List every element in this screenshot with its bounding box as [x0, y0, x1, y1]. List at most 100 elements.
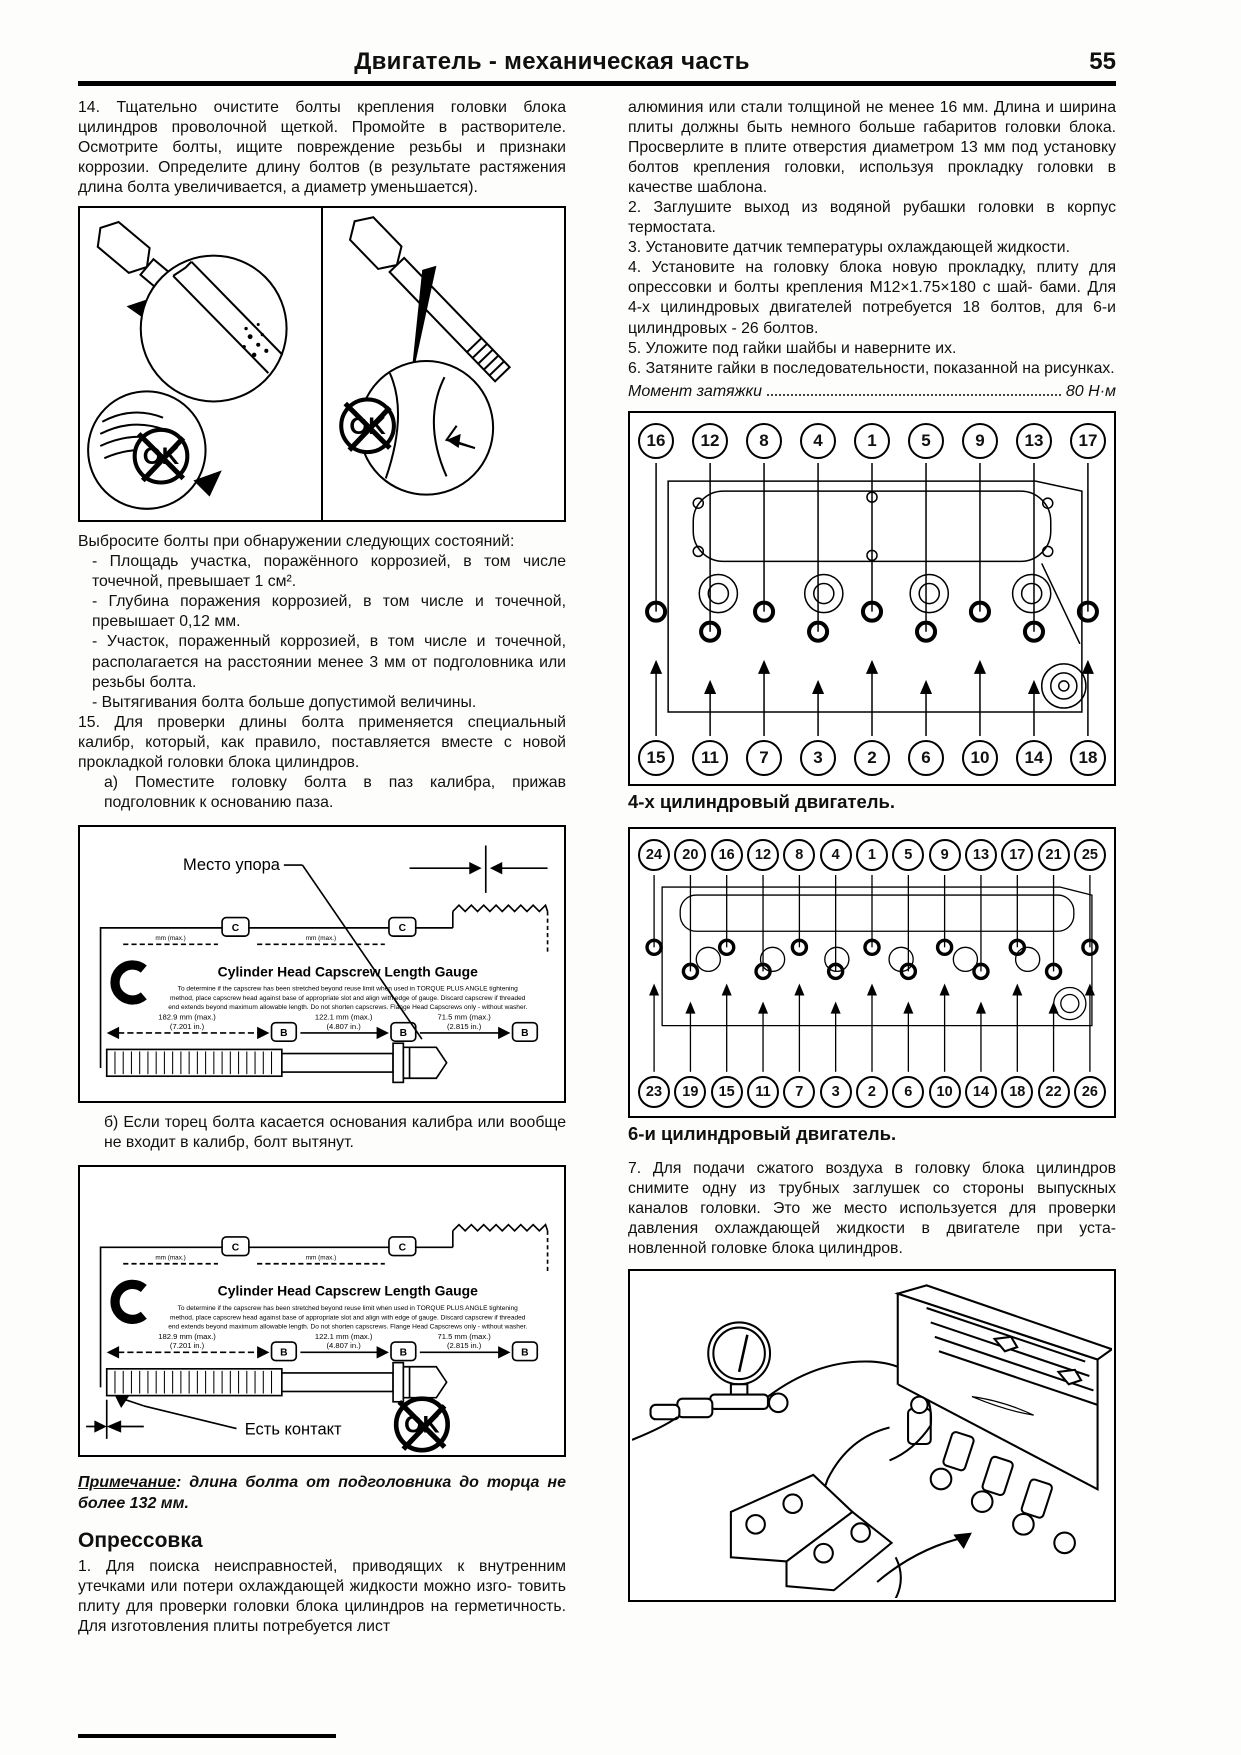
sequence-number-circle: 25 [1073, 838, 1106, 871]
sequence-number-circle: 23 [638, 1075, 670, 1108]
sequence-number-circle: 15 [710, 1075, 743, 1108]
gauge-dim-in: (7.201 in.) [170, 1341, 205, 1350]
gauge-dim-mm: 122.1 mm (max.) [315, 1012, 373, 1021]
bolt-necking-panel: OK [321, 208, 564, 521]
slot-letter-b: B [521, 1347, 528, 1358]
sequence-number-circle: 11 [692, 739, 728, 776]
step-item: 3. Установите датчик температуры охлажда… [628, 239, 1070, 257]
paragraph-14: 14. Тщательно очистите болты крепления г… [78, 99, 566, 197]
wedge-arrow [410, 266, 437, 388]
slot-letter-c: C [399, 923, 407, 934]
gauge-top-dim: mm (max.) [306, 935, 336, 942]
sequence-number-circle: 12 [692, 422, 728, 459]
paragraph-7: 7. Для подачи сжатого воздуха в головку … [628, 1159, 1116, 1257]
figure-caption-6cyl: 6-и цилиндровый двигатель. [628, 1122, 897, 1144]
step-item: 2. Заглушите выход из водяной рубашки го… [628, 199, 1116, 237]
page-bottom-rule [78, 1734, 336, 1738]
gauge-dim-mm: 71.5 mm (max.) [437, 1012, 491, 1021]
note-text: : длина болта от подголовника до торца н… [78, 1474, 566, 1512]
sequence-number-circle: 19 [674, 1075, 707, 1108]
manifold-flange [729, 1473, 894, 1592]
sequence-number-circle: 18 [1070, 739, 1106, 776]
cummins-logo [110, 960, 147, 1005]
slot-letter-b: B [280, 1347, 287, 1358]
sequence-number-circle: 10 [928, 1075, 961, 1108]
sequence-number-circle: 4 [800, 422, 836, 459]
valve-cover [894, 1284, 1112, 1491]
figure-caption-4cyl: 4-х цилиндровый двигатель. [628, 790, 896, 812]
torque-label: Момент затяжки [628, 382, 762, 400]
dot-leader [766, 393, 1061, 396]
sequence-number-circle: 20 [674, 838, 707, 871]
sequence-number-circle: 22 [1037, 1075, 1070, 1108]
sequence-number-circle: 10 [962, 739, 998, 776]
step-item: 6. Затяните гайки в последовательности, … [628, 359, 1115, 377]
sequence-number-circle: 8 [746, 422, 782, 459]
sequence-number-circle: 21 [1037, 838, 1070, 871]
page-header: Двигатель - механическая часть 55 [78, 48, 1116, 76]
figure-bolt-inspection: OK [78, 206, 566, 523]
sequence-number-circle: 3 [800, 739, 836, 776]
gauge-dim-mm: 71.5 mm (max.) [438, 1332, 492, 1341]
sequence-number-circle: 18 [1001, 1075, 1034, 1108]
left-column: 14. Тщательно очистите болты крепления г… [78, 98, 566, 1637]
sequence-number-circle: 17 [1070, 422, 1106, 459]
sequence-number-circle: 17 [1001, 838, 1034, 871]
gauge-dim-in: (4.807 in.) [326, 1022, 361, 1031]
gauge-dim-in: (2.815 in.) [447, 1022, 482, 1031]
sequence-number-circle: 2 [854, 739, 890, 776]
slot-letter-b: B [400, 1028, 407, 1039]
gauge-title: Cylinder Head Capscrew Length Gauge [218, 1283, 478, 1299]
bolt-drawing [105, 1361, 448, 1403]
bolt-corrosion-drawing: OK [87, 221, 288, 511]
discard-item: - Участок, пораженный коррозией, в том ч… [92, 633, 566, 691]
gauge-top-dim: mm (max.) [306, 1254, 336, 1261]
note-label: Примечание [78, 1474, 176, 1492]
slot-letter-b: B [521, 1028, 528, 1039]
sequence-number-circle: 15 [638, 739, 674, 776]
gauge-contact-label: Есть контакт [245, 1421, 342, 1439]
bolt-necking-drawing: OK [339, 216, 512, 496]
gauge-fineprint-line: To determine if the capscrew has been st… [178, 986, 519, 993]
sequence-number-circle: 7 [783, 1075, 816, 1108]
sequence-number-circle: 2 [855, 1075, 888, 1108]
figure-length-gauge-b: C C mm (max.) mm (max.) [78, 1164, 566, 1458]
slot-letter-c: C [232, 923, 240, 934]
gauge-fineprint-line: method, place capscrew head against base… [170, 1314, 526, 1321]
ok-crossed-icon: OK [132, 428, 190, 485]
figure-pressure-test [628, 1268, 1116, 1603]
cylinder-head-schematic-4 [645, 462, 1099, 736]
page-number: 55 [1089, 48, 1116, 75]
sequence-number-circle: 16 [710, 838, 743, 871]
sequence-number-circle: 9 [962, 422, 998, 459]
sequence-number-circle: 7 [746, 739, 782, 776]
right-column: алюминия или стали толщиной не менее 16 … [628, 98, 1116, 1637]
torque-spec-row: Момент затяжки 80 Н·м [628, 383, 1116, 401]
gauge-top-dim: mm (max.) [155, 935, 185, 942]
sequence-number-circle: 16 [638, 422, 674, 459]
sequence-number-circle: 14 [964, 1075, 997, 1108]
sequence-number-circle: 12 [746, 838, 779, 871]
figure-length-gauge-a: Место упора C C [78, 824, 566, 1103]
sequence-number-circle: 3 [819, 1075, 852, 1108]
slot-letter-c: C [232, 1242, 240, 1253]
slot-letter-b: B [280, 1028, 287, 1039]
engine-pressure-test-drawing [632, 1284, 1112, 1599]
length-gauge-drawing-a: Место упора C C [99, 845, 549, 1084]
gauge-fineprint-line: method, place capscrew head against base… [170, 995, 526, 1002]
sequence-number-circle: 26 [1073, 1075, 1106, 1108]
pointer-arrow [193, 470, 222, 497]
item-a: а) Поместите головку болта в паз калибра… [104, 773, 566, 811]
gauge-dim-in: (4.807 in.) [326, 1341, 361, 1350]
sequence-number-circle: 13 [1016, 422, 1052, 459]
sequence-number-circle: 6 [908, 739, 944, 776]
cylinder-head-schematic-6 [645, 874, 1099, 1072]
discard-item: - Вытягивания болта больше допустимой ве… [92, 693, 477, 711]
gauge-dim-mm: 182.9 mm (max.) [158, 1012, 216, 1021]
length-gauge-drawing-b: C C mm (max.) mm (max.) [86, 1222, 549, 1453]
